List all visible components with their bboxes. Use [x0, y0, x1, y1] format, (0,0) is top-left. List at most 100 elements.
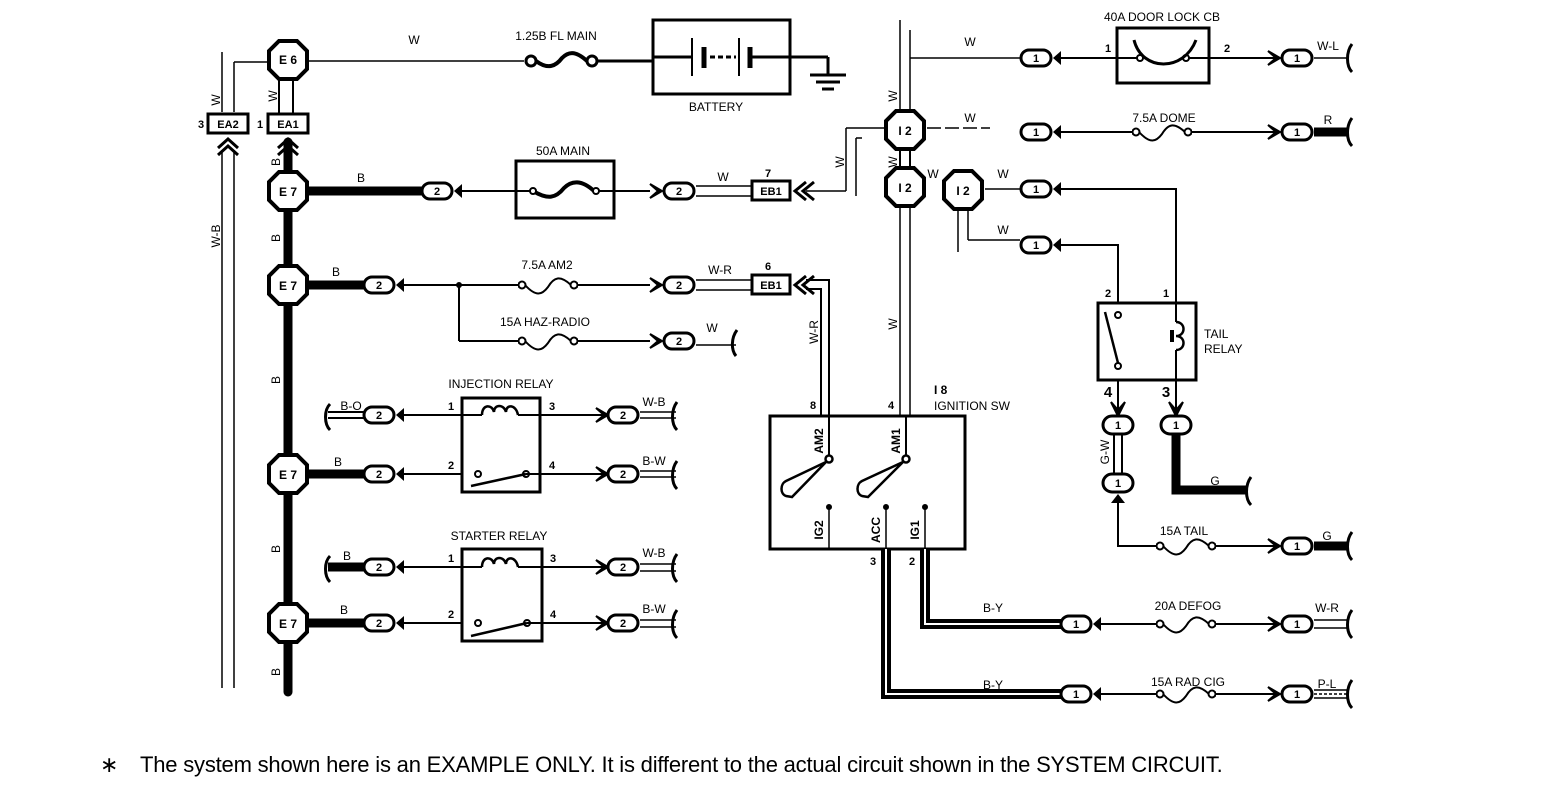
connector-2[interactable]: 2 — [362, 464, 396, 484]
terminal-ig1: IG1 — [908, 520, 922, 540]
starter-relay-label: STARTER RELAY — [451, 529, 548, 543]
wire-label-b: B — [269, 545, 283, 553]
connector-1[interactable]: 1 — [1280, 614, 1314, 634]
connector-num: 2 — [376, 562, 382, 574]
fuse-defog[interactable]: 20A DEFOG — [1155, 599, 1222, 634]
connector-1[interactable]: 1 — [1019, 48, 1053, 68]
wire-break-icon — [671, 460, 679, 491]
connector-num: 2 — [676, 336, 682, 348]
connector-1[interactable]: 1 — [1280, 684, 1314, 704]
terminal-ig2: IG2 — [812, 520, 826, 540]
pin-num: 3 — [550, 553, 556, 565]
tail-relay[interactable]: TAIL RELAY — [1096, 301, 1242, 382]
switch-contact-icon — [1103, 311, 1120, 364]
connector-eb1-mid[interactable]: EB1 6 — [750, 261, 792, 296]
switch-contact-icon — [470, 621, 528, 638]
wire-label-b: B — [269, 234, 283, 242]
connector-eb1-top[interactable]: EB1 7 — [750, 168, 792, 202]
i2-label: I 2 — [898, 181, 912, 195]
left-bus — [216, 52, 300, 697]
junction-e7-2[interactable]: E 7 — [267, 264, 309, 306]
wire-label-bw: B-W — [642, 602, 666, 616]
junction-i2-3[interactable]: I 2 — [942, 169, 984, 211]
connector-num: 1 — [1033, 184, 1039, 196]
battery[interactable]: BATTERY — [651, 18, 828, 114]
pin-num: 4 — [549, 460, 556, 472]
connector-1[interactable]: 1 — [1019, 122, 1053, 142]
junction-i2-1[interactable]: I 2 — [884, 109, 926, 151]
wire-label-b: B — [269, 158, 283, 166]
connector-1[interactable]: 1 — [1280, 48, 1314, 68]
pin-num: 1 — [448, 401, 454, 413]
connector-num: 1 — [1033, 127, 1039, 139]
connector-1[interactable]: 1 — [1159, 414, 1193, 436]
starter-relay[interactable]: STARTER RELAY — [451, 529, 548, 643]
connector-1[interactable]: 1 — [1101, 472, 1135, 494]
circuit-breaker-door-lock[interactable]: 40A DOOR LOCK CB — [1104, 10, 1220, 85]
connector-2[interactable]: 2 — [606, 557, 640, 577]
rad-cig-fuse-label: 15A RAD CIG — [1151, 675, 1225, 689]
connector-2[interactable]: 2 — [362, 613, 396, 633]
pin-num: 4 — [550, 609, 557, 621]
injection-relay[interactable]: INJECTION RELAY — [448, 377, 554, 494]
fuse-am2[interactable]: 7.5A AM2 — [518, 258, 578, 295]
junction-i2-2[interactable]: I 2 — [884, 166, 926, 208]
wire-label-wb: W-B — [642, 395, 665, 409]
connector-1[interactable]: 1 — [1059, 684, 1093, 704]
connector-2[interactable]: 2 — [362, 405, 396, 425]
pin-num: 2 — [1105, 288, 1111, 300]
connector-2[interactable]: 2 — [362, 275, 396, 295]
injection-relay-label: INJECTION RELAY — [448, 377, 553, 391]
connector-2[interactable]: 2 — [606, 613, 640, 633]
junction-e7-1[interactable]: E 7 — [267, 170, 309, 212]
connector-1[interactable]: 1 — [1101, 414, 1135, 436]
fuse-dome[interactable]: 7.5A DOME — [1132, 111, 1196, 142]
terminal-am1: AM1 — [889, 428, 903, 454]
haz-radio-fuse-label: 15A HAZ-RADIO — [500, 315, 590, 329]
wire-label-w: W — [997, 223, 1009, 237]
fuse-50a-main[interactable]: 50A MAIN — [514, 144, 616, 220]
ea2-label: EA2 — [217, 119, 238, 131]
connector-1[interactable]: 1 — [1280, 122, 1314, 142]
junction-e7-3[interactable]: E 7 — [267, 453, 309, 495]
wire-break-icon — [1245, 476, 1253, 507]
connector-2[interactable]: 2 — [606, 405, 640, 425]
wire-label-wr: W-R — [708, 263, 732, 277]
connector-1[interactable]: 1 — [1019, 235, 1053, 255]
fuse-rad-cig[interactable]: 15A RAD CIG — [1151, 675, 1225, 704]
connector-num: 2 — [620, 410, 626, 422]
fuse-haz-radio[interactable]: 15A HAZ-RADIO — [500, 315, 590, 351]
connector-2[interactable]: 2 — [662, 275, 696, 295]
connector-ea1[interactable]: EA1 1 — [257, 112, 310, 135]
wire-break-icon — [671, 401, 679, 432]
tail-relay-label: TAIL — [1204, 327, 1229, 341]
connector-2[interactable]: 2 — [662, 181, 696, 201]
connector-num: 2 — [620, 618, 626, 630]
wire-label-b: B — [332, 265, 340, 279]
connector-1[interactable]: 1 — [1059, 614, 1093, 634]
fusible-link-fl-main[interactable]: 1.25B FL MAIN — [515, 29, 599, 69]
fl-main-label: 1.25B FL MAIN — [515, 29, 597, 43]
connector-2[interactable]: 2 — [420, 181, 454, 201]
main50-label: 50A MAIN — [536, 144, 590, 158]
switch-key-icon — [780, 460, 827, 499]
connector-2[interactable]: 2 — [662, 331, 696, 351]
wire-label-b: B — [340, 603, 348, 617]
junction-e7-4[interactable]: E 7 — [267, 602, 309, 644]
ignition-switch[interactable]: AM2 AM1 IG2 ACC IG1 — [768, 414, 967, 551]
connector-2[interactable]: 2 — [606, 464, 640, 484]
e7-label: E 7 — [279, 185, 297, 199]
connector-ea2[interactable]: EA2 3 — [198, 112, 250, 135]
connector-2[interactable]: 2 — [362, 557, 396, 577]
connector-1[interactable]: 1 — [1019, 179, 1053, 199]
connector-num: 1 — [1294, 689, 1300, 701]
wire-label-w: W — [408, 33, 420, 47]
wire-break-icon — [1346, 679, 1354, 710]
door-lock-cb-label: 40A DOOR LOCK CB — [1104, 10, 1220, 24]
coil-icon — [480, 556, 520, 568]
connector-num: 2 — [376, 469, 382, 481]
connector-1[interactable]: 1 — [1280, 536, 1314, 556]
fuse-tail[interactable]: 15A TAIL — [1156, 524, 1216, 556]
junction-e6[interactable]: E 6 — [267, 39, 309, 81]
